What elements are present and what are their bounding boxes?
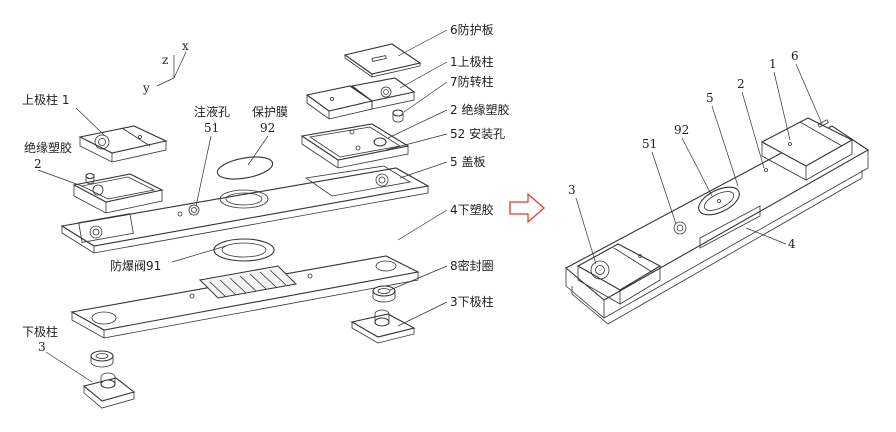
label-protective-film-num: 92 (260, 121, 275, 135)
label-lower-pole-left-num: 3 (38, 340, 46, 354)
label-cover-plate: 5 盖板 (450, 155, 485, 169)
label-upper-pole-left: 上极柱 1 (22, 92, 69, 107)
seal-ring-right (372, 285, 396, 303)
label-anti-rotation: 7防转柱 (450, 74, 494, 89)
right-leader-lines (575, 63, 823, 265)
anti-rotation-post (392, 109, 404, 123)
axis-z-label: z (162, 53, 168, 67)
label-upper-pole-right: 1上极柱 (450, 54, 494, 69)
lower-pole-right-part (350, 309, 416, 344)
label-seal-ring: 8密封圈 (450, 258, 494, 273)
label-r-1: 1 (769, 57, 777, 71)
lower-pole-left-part (82, 372, 136, 409)
transition-arrow-icon (509, 192, 545, 224)
cover-plate-part (60, 165, 430, 254)
seal-ring-left (90, 350, 114, 368)
left-labels: 6防护板 1上极柱 7防转柱 2 绝缘塑胶 52 安装孔 5 盖板 4下塑胶 8… (22, 22, 509, 354)
label-insulation-left: 绝缘塑胶 (24, 140, 72, 155)
axis-x-label: x (182, 39, 189, 53)
guard-plate-part (343, 43, 422, 78)
label-lower-plastic: 4下塑胶 (450, 202, 494, 217)
protective-film-part (216, 156, 274, 180)
insulation-left-part (72, 172, 164, 214)
axis-indicator: z x y (142, 39, 189, 95)
upper-pole-left-part (78, 125, 168, 163)
label-insulation-right: 2 绝缘塑胶 (450, 102, 509, 117)
label-r-6: 6 (791, 49, 799, 63)
label-fill-hole-num: 51 (204, 121, 219, 135)
label-r-4: 4 (788, 237, 796, 251)
assembled-pole-right (760, 117, 854, 181)
assembled-pole-left (576, 243, 662, 305)
upper-pole-right-part (305, 77, 416, 120)
label-protective-film: 保护膜 (252, 105, 288, 119)
insulation-right-part (300, 123, 410, 169)
label-r-3: 3 (568, 183, 576, 197)
label-r-92: 92 (674, 123, 689, 137)
label-insulation-left-num: 2 (34, 157, 42, 171)
left-leader-lines (37, 29, 448, 383)
label-r-51: 51 (642, 137, 657, 151)
label-lower-pole-left: 下极柱 (22, 324, 58, 339)
label-fill-hole: 注液孔 (194, 104, 230, 119)
label-lower-pole-right: 3下极柱 (450, 294, 494, 309)
label-r-2: 2 (737, 77, 745, 91)
label-mount-hole: 52 安装孔 (450, 126, 505, 141)
label-vent-valve: 防爆阀91 (110, 258, 161, 273)
label-guard-plate: 6防护板 (450, 22, 494, 37)
lower-plastic-part (70, 238, 420, 339)
right-labels: 3 51 92 5 2 1 6 4 (568, 49, 799, 251)
label-r-5: 5 (706, 91, 714, 105)
axis-y-label: y (142, 81, 150, 95)
